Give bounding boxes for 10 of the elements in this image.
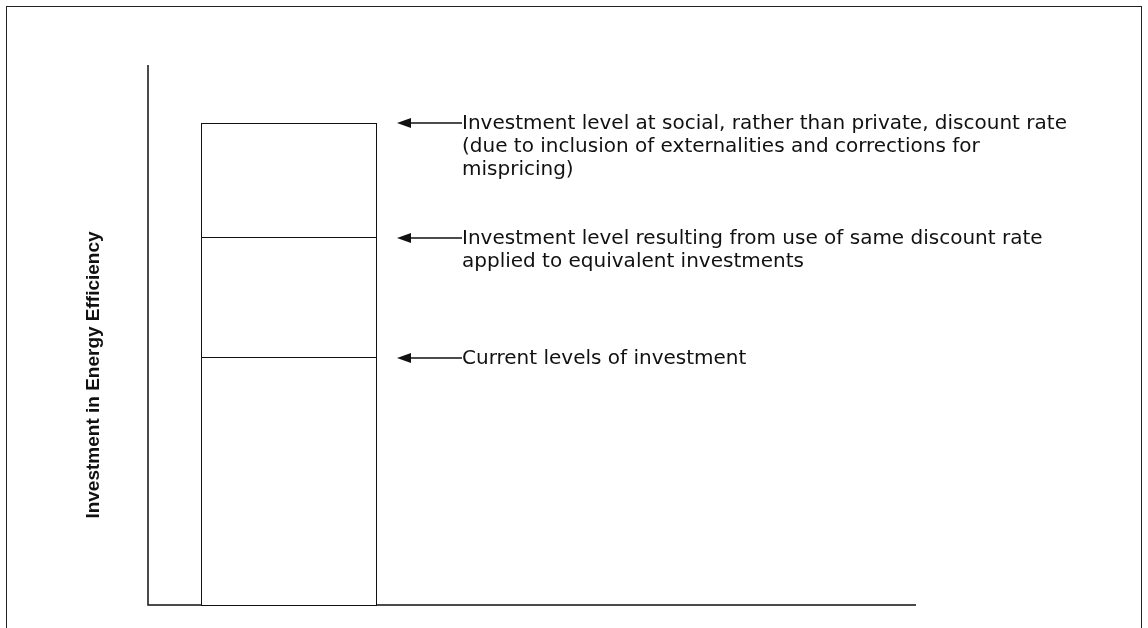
annotation-text: Investment level resulting from use of same discount rate applied to equivalent investments xyxy=(462,226,1082,272)
annotation-text: Investment level at social, rather than private, discount rate (due to inclusion of externalities and corrections for mispricing) xyxy=(462,111,1082,180)
annotation-text: Current levels of investment xyxy=(462,346,1082,369)
axis-label: Investment in Energy Efficiency xyxy=(82,231,104,519)
leader-arrow xyxy=(397,118,463,128)
bar-segment xyxy=(201,357,377,606)
bar-segment xyxy=(201,123,377,239)
bar-segment xyxy=(201,237,377,359)
leader-arrow xyxy=(397,233,463,243)
leader-arrow xyxy=(397,353,463,363)
